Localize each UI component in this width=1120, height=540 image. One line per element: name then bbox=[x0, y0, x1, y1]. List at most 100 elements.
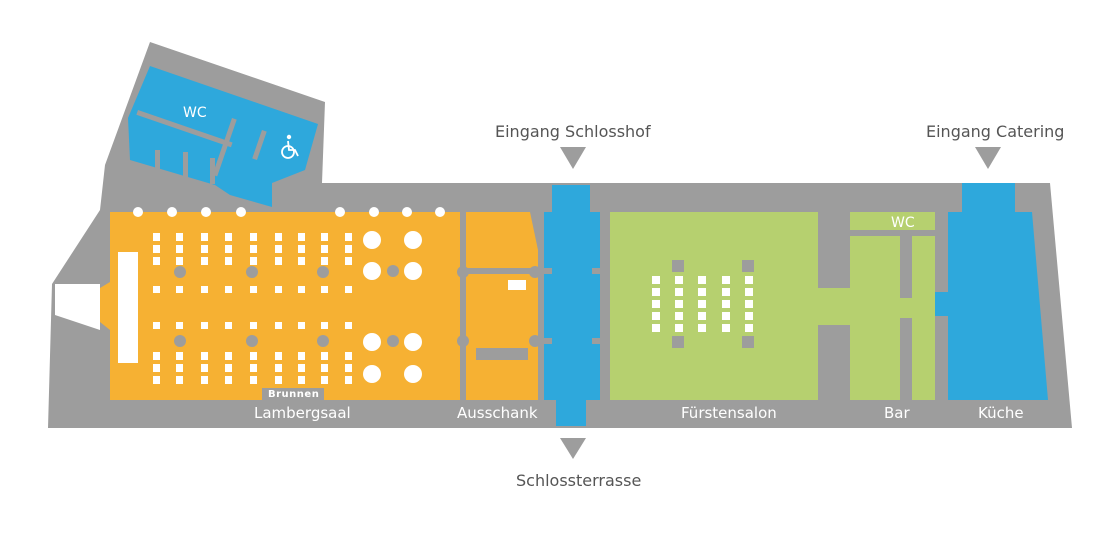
fuerstensalon-walls bbox=[818, 212, 935, 400]
label-ausschank: Ausschank bbox=[457, 404, 538, 422]
seat bbox=[345, 364, 352, 372]
ausschank-walls bbox=[460, 212, 538, 400]
seat bbox=[298, 245, 305, 253]
wheelchair-icon bbox=[281, 134, 299, 159]
lambergsaal-tables bbox=[153, 233, 352, 384]
seat bbox=[201, 286, 208, 293]
seat bbox=[201, 245, 208, 253]
seat bbox=[321, 233, 328, 241]
fuerstensalon-top-wall bbox=[606, 212, 610, 400]
seat bbox=[298, 286, 305, 293]
seat bbox=[722, 288, 730, 296]
round-tables bbox=[363, 231, 422, 383]
fuerstensalon-tables bbox=[652, 276, 753, 332]
seat bbox=[345, 352, 352, 360]
seat bbox=[698, 300, 706, 308]
seat bbox=[745, 300, 753, 308]
seat bbox=[225, 257, 232, 265]
seat bbox=[745, 312, 753, 320]
seat bbox=[698, 288, 706, 296]
seat bbox=[675, 300, 683, 308]
seat bbox=[345, 376, 352, 384]
room-fuerstensalon bbox=[610, 212, 935, 400]
seat bbox=[153, 286, 160, 293]
seat bbox=[321, 286, 328, 293]
seat bbox=[153, 352, 160, 360]
seat bbox=[250, 322, 257, 329]
seat bbox=[298, 352, 305, 360]
seat bbox=[153, 322, 160, 329]
seat bbox=[275, 376, 282, 384]
seat bbox=[698, 312, 706, 320]
seat bbox=[722, 300, 730, 308]
wc-top-label: WC bbox=[183, 105, 207, 121]
wc-partitions bbox=[136, 110, 267, 184]
seat bbox=[176, 245, 183, 253]
brunnen-niche bbox=[262, 388, 324, 400]
seat bbox=[225, 376, 232, 384]
seat bbox=[153, 257, 160, 265]
seat bbox=[275, 257, 282, 265]
seat bbox=[201, 257, 208, 265]
seat bbox=[250, 286, 257, 293]
seat bbox=[176, 233, 183, 241]
seat bbox=[722, 276, 730, 284]
seat bbox=[345, 245, 352, 253]
seat bbox=[176, 364, 183, 372]
stage bbox=[118, 252, 138, 363]
seat bbox=[321, 257, 328, 265]
seat bbox=[250, 245, 257, 253]
seat bbox=[153, 364, 160, 372]
seat bbox=[176, 376, 183, 384]
seat bbox=[225, 352, 232, 360]
label-kueche: Küche bbox=[978, 404, 1024, 422]
corridor-walls bbox=[530, 212, 610, 400]
label-fuerstensalon: Fürstensalon bbox=[681, 404, 777, 422]
seat bbox=[745, 276, 753, 284]
label-eingang-catering: Eingang Catering bbox=[926, 122, 1064, 141]
seat bbox=[225, 245, 232, 253]
seat bbox=[321, 322, 328, 329]
seat bbox=[201, 364, 208, 372]
seat bbox=[675, 276, 683, 284]
seat bbox=[675, 324, 683, 332]
entrance-arrow-icon bbox=[560, 147, 586, 169]
seat bbox=[250, 233, 257, 241]
label-lambergsaal: Lambergsaal bbox=[254, 404, 351, 422]
entrance-arrow-icon bbox=[975, 147, 1001, 169]
seat bbox=[298, 233, 305, 241]
seat bbox=[250, 352, 257, 360]
seat bbox=[225, 233, 232, 241]
seat bbox=[275, 286, 282, 293]
seat bbox=[652, 300, 660, 308]
seat bbox=[345, 233, 352, 241]
corridor-schlosshof bbox=[538, 185, 606, 426]
seat bbox=[698, 276, 706, 284]
label-eingang-schlosshof: Eingang Schlosshof bbox=[495, 122, 651, 141]
seat bbox=[321, 364, 328, 372]
seat bbox=[153, 245, 160, 253]
seat bbox=[745, 288, 753, 296]
seat bbox=[176, 257, 183, 265]
seat bbox=[275, 245, 282, 253]
seat bbox=[176, 286, 183, 293]
seat bbox=[298, 364, 305, 372]
seat bbox=[201, 352, 208, 360]
seat bbox=[201, 233, 208, 241]
label-bar: Bar bbox=[884, 404, 910, 422]
seat bbox=[225, 322, 232, 329]
seat bbox=[745, 324, 753, 332]
seat bbox=[225, 286, 232, 293]
seat bbox=[298, 376, 305, 384]
seat bbox=[201, 322, 208, 329]
seat bbox=[345, 322, 352, 329]
seat bbox=[153, 376, 160, 384]
seat bbox=[652, 276, 660, 284]
seat bbox=[722, 312, 730, 320]
seat bbox=[275, 352, 282, 360]
seat bbox=[345, 286, 352, 293]
seat bbox=[698, 324, 706, 332]
seat bbox=[298, 322, 305, 329]
seat bbox=[722, 324, 730, 332]
